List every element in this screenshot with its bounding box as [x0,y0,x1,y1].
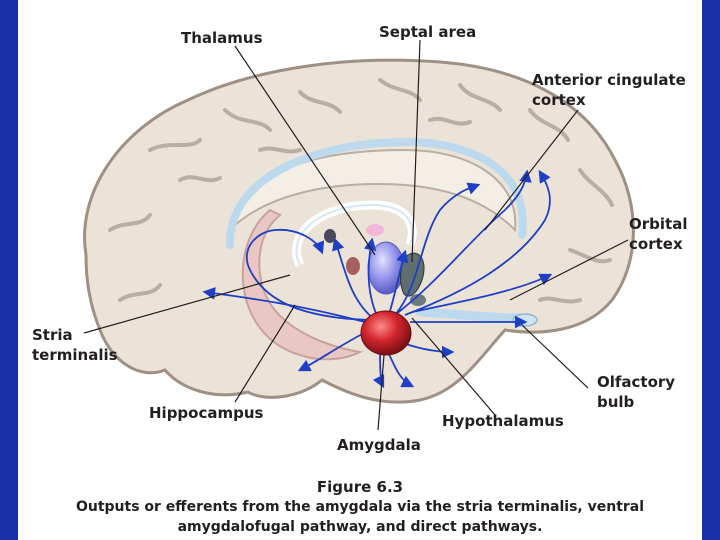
leader-anterior-cingulate [484,109,579,231]
label-olfactory-line2: bulb [597,393,635,411]
thalamic-nucleus [346,257,360,275]
leader-septal-area [411,39,421,263]
pathway-to-thalamus-2 [363,237,379,319]
olfactory-bulb-shape [512,313,538,327]
pathway-to-orbital [411,273,553,313]
pathway-to-cingulate-2 [394,169,532,316]
leader-hypothalamus [411,317,496,416]
label-hypothalamus: Hypothalamus [442,412,564,430]
efferent-pathways [202,169,553,389]
leader-thalamus [234,45,376,256]
pathway-stria-terminalis [245,229,371,321]
label-hippocampus: Hippocampus [149,404,264,422]
leader-amygdala [377,354,385,431]
label-stria-terminalis: Stria terminalis [32,325,118,365]
leader-olfactory [521,324,589,389]
label-amygdala: Amygdala [337,436,421,454]
leader-hippocampus [234,304,296,403]
label-anterior-cingulate: Anterior cingulate cortex [532,70,686,110]
label-stria-line1: Stria [32,326,73,344]
olfactory-tract [415,307,525,323]
amygdala-shape [360,310,412,356]
pathway-to-cingulate-1 [394,182,481,316]
label-septal-area: Septal area [379,23,477,41]
label-orbital-line1: Orbital [629,215,688,233]
label-thalamus: Thalamus [181,29,263,47]
label-olfactory-line1: Olfactory [597,373,676,391]
label-anterior-cingulate-line1: Anterior cingulate [532,71,686,89]
pathway-to-cingulate-3 [404,169,551,316]
hippocampus-shape [241,208,364,361]
label-anterior-cingulate-line2: cortex [532,91,586,109]
pathway-to-thalamus [332,237,376,321]
caption-line2: amygdalofugal pathway, and direct pathwa… [177,519,543,535]
leader-stria-terminalis [83,274,291,334]
corpus-callosum [233,148,517,233]
label-olfactory-bulb: Olfactory bulb [597,372,675,412]
label-stria-line2: terminalis [32,346,118,364]
leader-lines [83,39,629,431]
thalamus-shape [367,241,405,295]
figure-number: Figure 6.3 [316,478,404,496]
cingulate-band [225,137,527,249]
caption-line1: Outputs or efferents from the amygdala v… [75,499,645,515]
leader-orbital [509,239,629,301]
label-orbital-cortex: Orbital cortex [629,214,687,254]
label-orbital-line2: cortex [629,235,683,253]
sulci [108,78,614,304]
